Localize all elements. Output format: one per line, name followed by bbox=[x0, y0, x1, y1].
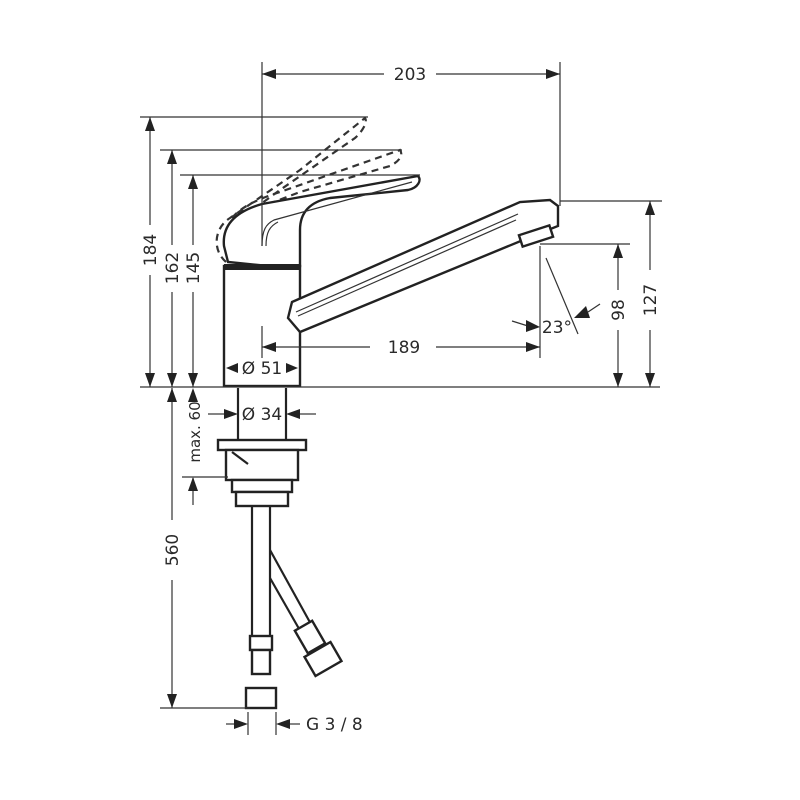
handle bbox=[222, 174, 421, 268]
svg-text:203: 203 bbox=[394, 65, 426, 85]
svg-text:184: 184 bbox=[141, 234, 161, 266]
svg-text:98: 98 bbox=[609, 299, 629, 321]
supply-hoses bbox=[244, 506, 344, 710]
svg-text:Ø 51: Ø 51 bbox=[242, 359, 282, 379]
svg-text:max. 60: max. 60 bbox=[186, 401, 204, 462]
svg-text:23°: 23° bbox=[542, 318, 572, 338]
svg-text:162: 162 bbox=[163, 252, 183, 284]
spout bbox=[286, 198, 560, 334]
dim-spout-reach: 189 23° bbox=[261, 246, 601, 358]
dim-spout-heights: 127 98 bbox=[540, 200, 662, 387]
svg-text:560: 560 bbox=[163, 534, 183, 566]
svg-text:189: 189 bbox=[388, 338, 420, 358]
dim-max-counter-thickness: max. 60 bbox=[182, 388, 228, 505]
dim-handle-heights: 184 162 145 bbox=[140, 116, 420, 387]
dim-connection-thread: G 3 / 8 bbox=[226, 712, 363, 735]
svg-text:Ø 34: Ø 34 bbox=[242, 405, 282, 425]
svg-text:127: 127 bbox=[641, 284, 661, 316]
svg-text:G 3 / 8: G 3 / 8 bbox=[306, 715, 363, 735]
dim-body-diameter: Ø 51 bbox=[226, 359, 298, 379]
dim-shank-diameter: Ø 34 bbox=[208, 405, 316, 425]
dim-hose-length: 560 bbox=[160, 388, 250, 709]
svg-text:145: 145 bbox=[184, 252, 204, 284]
dim-total-reach: 203 bbox=[261, 62, 561, 246]
shank bbox=[216, 388, 308, 508]
